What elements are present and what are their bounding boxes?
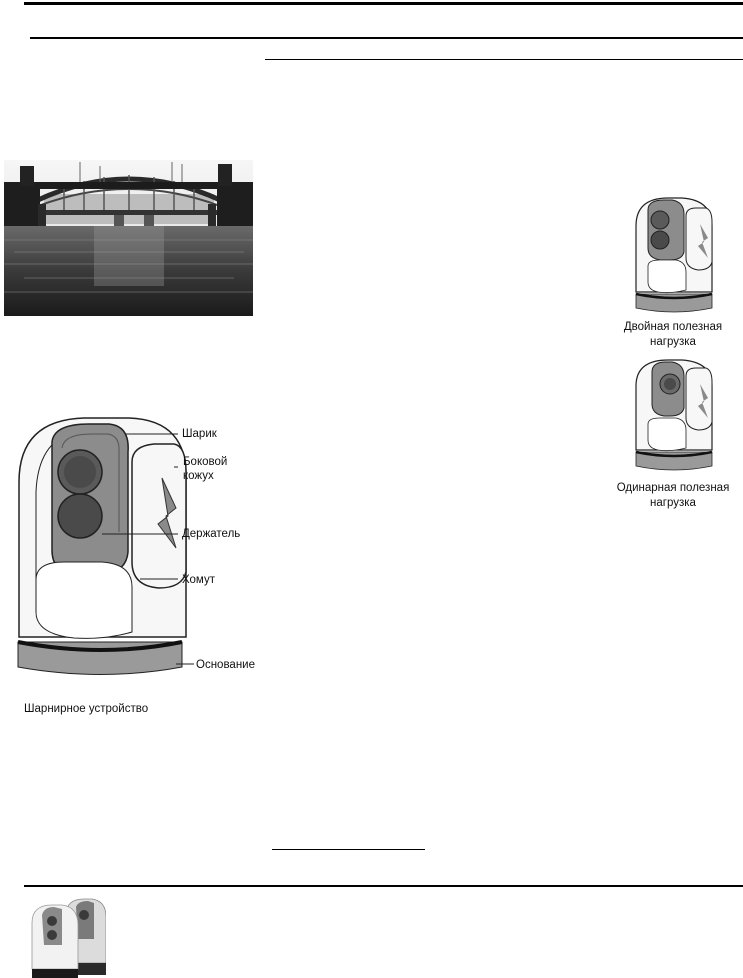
footnote-rule xyxy=(272,849,425,850)
label-side-cover: Боковой кожух xyxy=(183,456,228,482)
single-payload-image xyxy=(630,358,716,476)
header-rule-bottom xyxy=(30,37,743,39)
figure-caption: Шарнирное устройство xyxy=(24,703,149,715)
gimbal-diagram xyxy=(14,412,264,702)
dual-payload-caption: Двойная полезная нагрузка xyxy=(623,321,723,348)
footer-rule xyxy=(24,885,743,887)
dual-payload-image xyxy=(630,196,716,318)
label-holder: Держатель xyxy=(182,528,241,540)
label-base: Основание xyxy=(196,659,255,671)
bridge-photo xyxy=(4,160,253,316)
product-thumbnail xyxy=(30,893,106,978)
content-rule xyxy=(265,59,743,60)
label-ball: Шарик xyxy=(182,428,217,440)
label-clamp: Хомут xyxy=(182,574,215,586)
single-payload-caption: Одинарная полезная нагрузка xyxy=(616,482,730,509)
header-rule-top xyxy=(24,2,743,5)
